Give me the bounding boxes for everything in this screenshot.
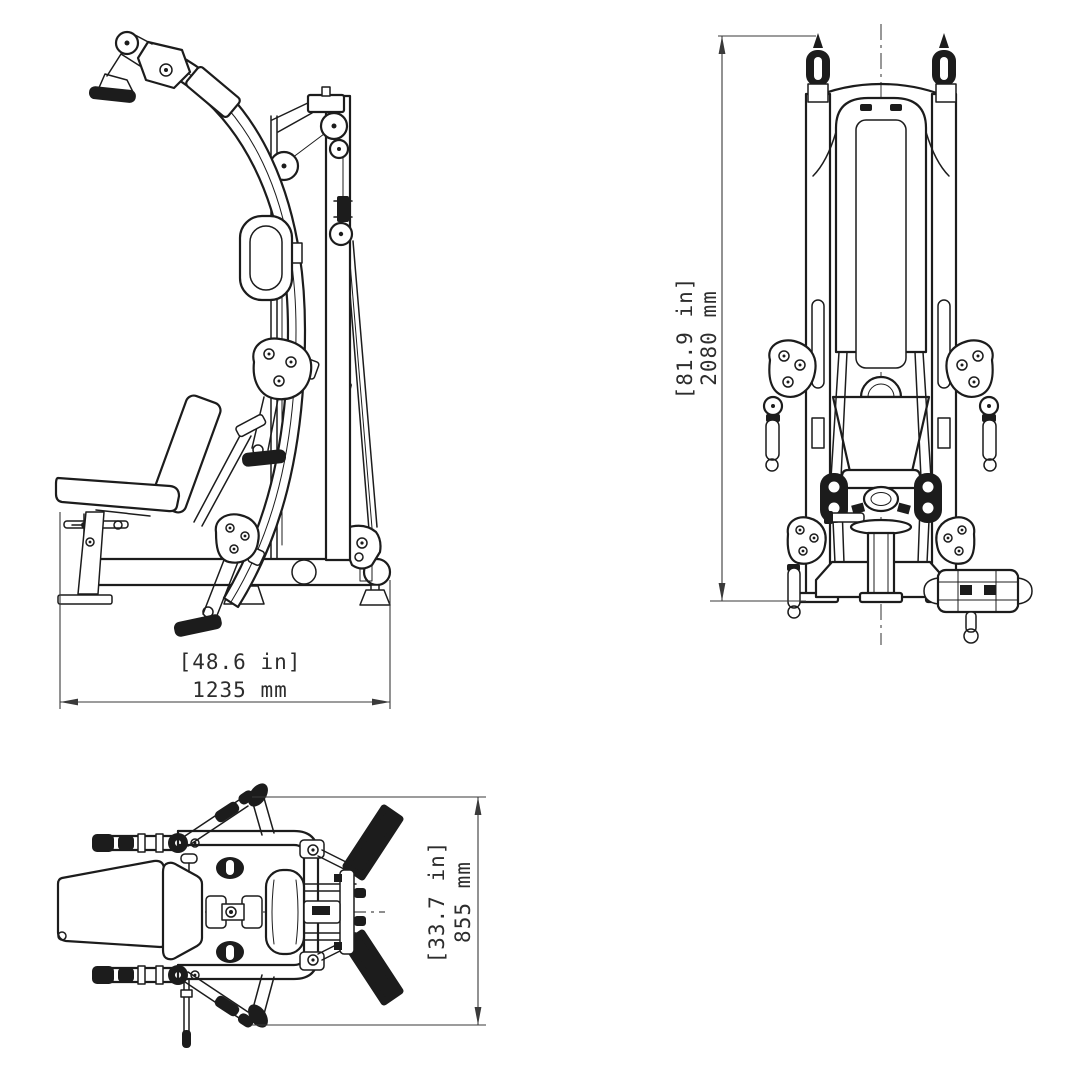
top-view	[56, 783, 404, 1048]
width-dim-inches: [48.6 in]	[179, 650, 302, 674]
width-dimension: [48.6 in] 1235 mm	[59, 512, 391, 709]
height-dimension: [81.9 in] 2080 mm	[673, 35, 816, 602]
depth-dim-mm: 855 mm	[451, 861, 475, 943]
width-dim-mm: 1235 mm	[192, 678, 288, 702]
height-dim-inches: [81.9 in]	[673, 277, 697, 400]
depth-dimension: [33.7 in] 855 mm	[252, 796, 486, 1026]
height-dim-mm: 2080 mm	[697, 290, 721, 386]
depth-dim-inches: [33.7 in]	[425, 841, 449, 964]
side-view	[54, 30, 392, 637]
front-view	[762, 24, 1033, 645]
